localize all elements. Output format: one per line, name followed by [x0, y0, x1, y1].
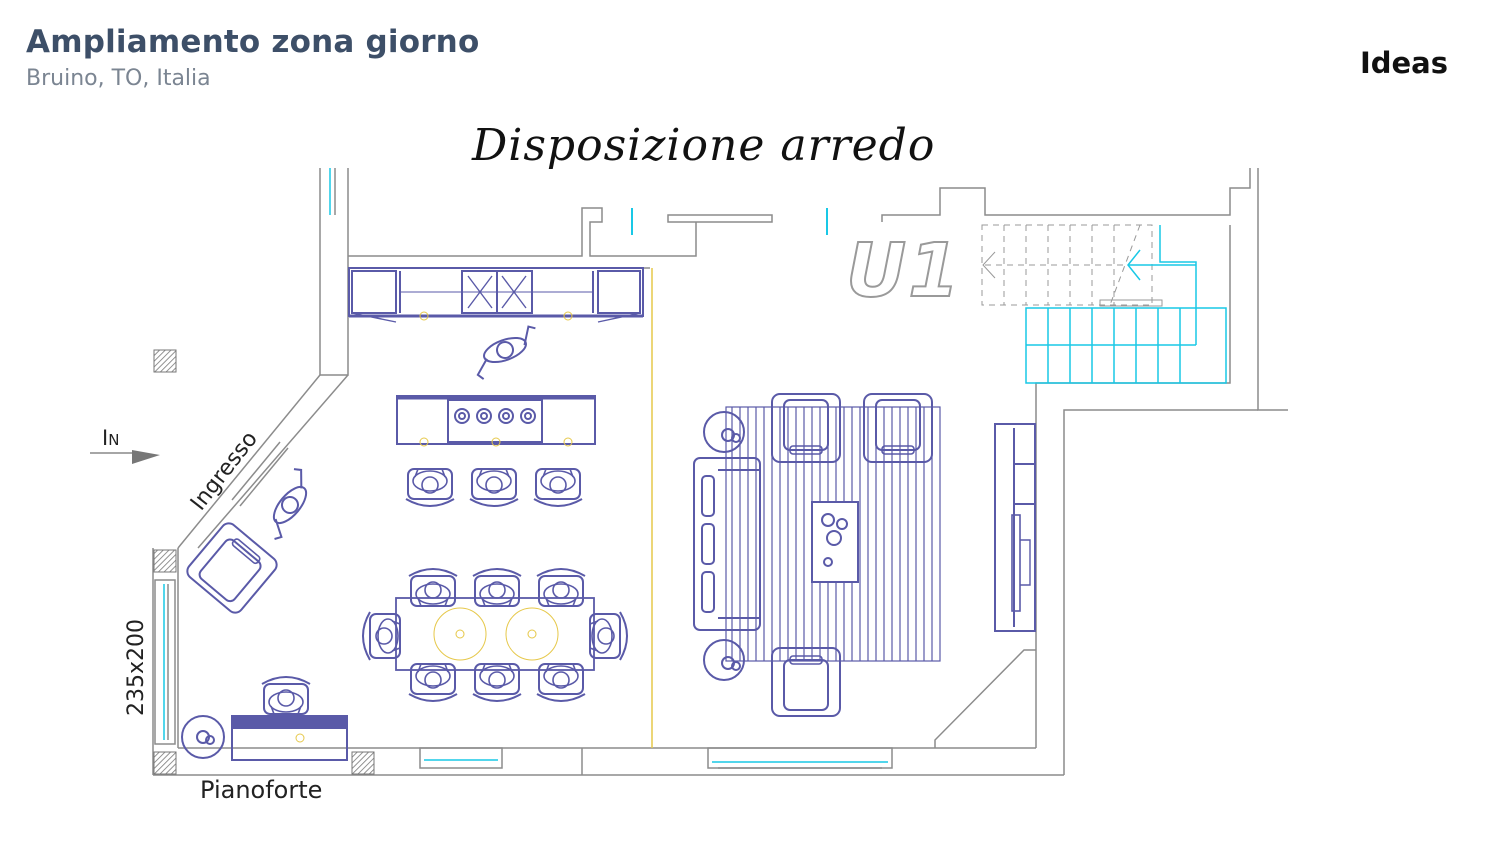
- side-tables: [703, 411, 745, 681]
- island-stools: [405, 468, 583, 507]
- entrance-arrow: [90, 450, 160, 464]
- dining-table: [395, 597, 595, 671]
- plan-title: Disposizione arredo: [472, 120, 936, 171]
- stairs: [981, 224, 1227, 384]
- piano-label: Pianoforte: [200, 776, 323, 804]
- dining-chairs: [362, 568, 628, 702]
- entrance-arrow-label: In: [102, 426, 120, 450]
- person-cook: [467, 323, 547, 382]
- window-size-label: 235x200: [124, 618, 149, 716]
- level-label: U1: [845, 227, 962, 315]
- page-title: Ampliamento zona giorno: [26, 24, 480, 60]
- kitchen-counter: [348, 267, 644, 323]
- kitchen-lights: [419, 311, 573, 321]
- sofa: [693, 457, 761, 631]
- walls: [152, 168, 1288, 776]
- tv-unit: [994, 423, 1036, 632]
- entrance-armchair: [183, 519, 281, 617]
- person-entrance: [250, 465, 324, 543]
- kitchen-island: [396, 395, 596, 445]
- brand-logo: Ideas: [1359, 46, 1448, 80]
- piano: [181, 715, 348, 761]
- piano-stool: [261, 676, 311, 715]
- page-subtitle: Bruino, TO, Italia: [26, 66, 211, 91]
- coffee-table: [811, 501, 859, 583]
- pillars: [153, 349, 375, 775]
